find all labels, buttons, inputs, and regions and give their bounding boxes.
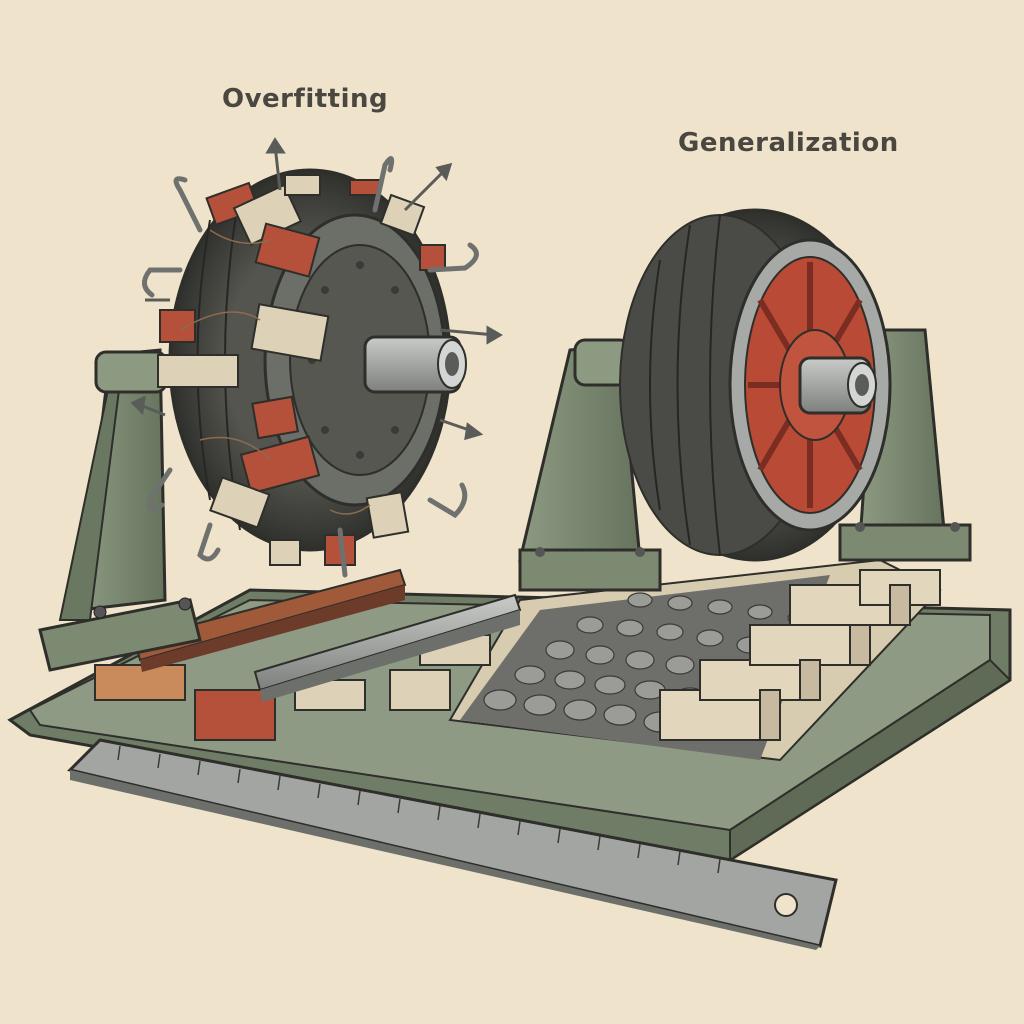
ruler [67, 738, 838, 950]
rails [94, 568, 522, 741]
cobblestone-track [448, 558, 942, 762]
spiky-wheel [130, 137, 503, 578]
smooth-wheel [619, 208, 892, 562]
overfitting-label: Overfitting [222, 84, 389, 114]
generalization-label: Generalization [678, 128, 899, 158]
left-stand [38, 348, 202, 672]
